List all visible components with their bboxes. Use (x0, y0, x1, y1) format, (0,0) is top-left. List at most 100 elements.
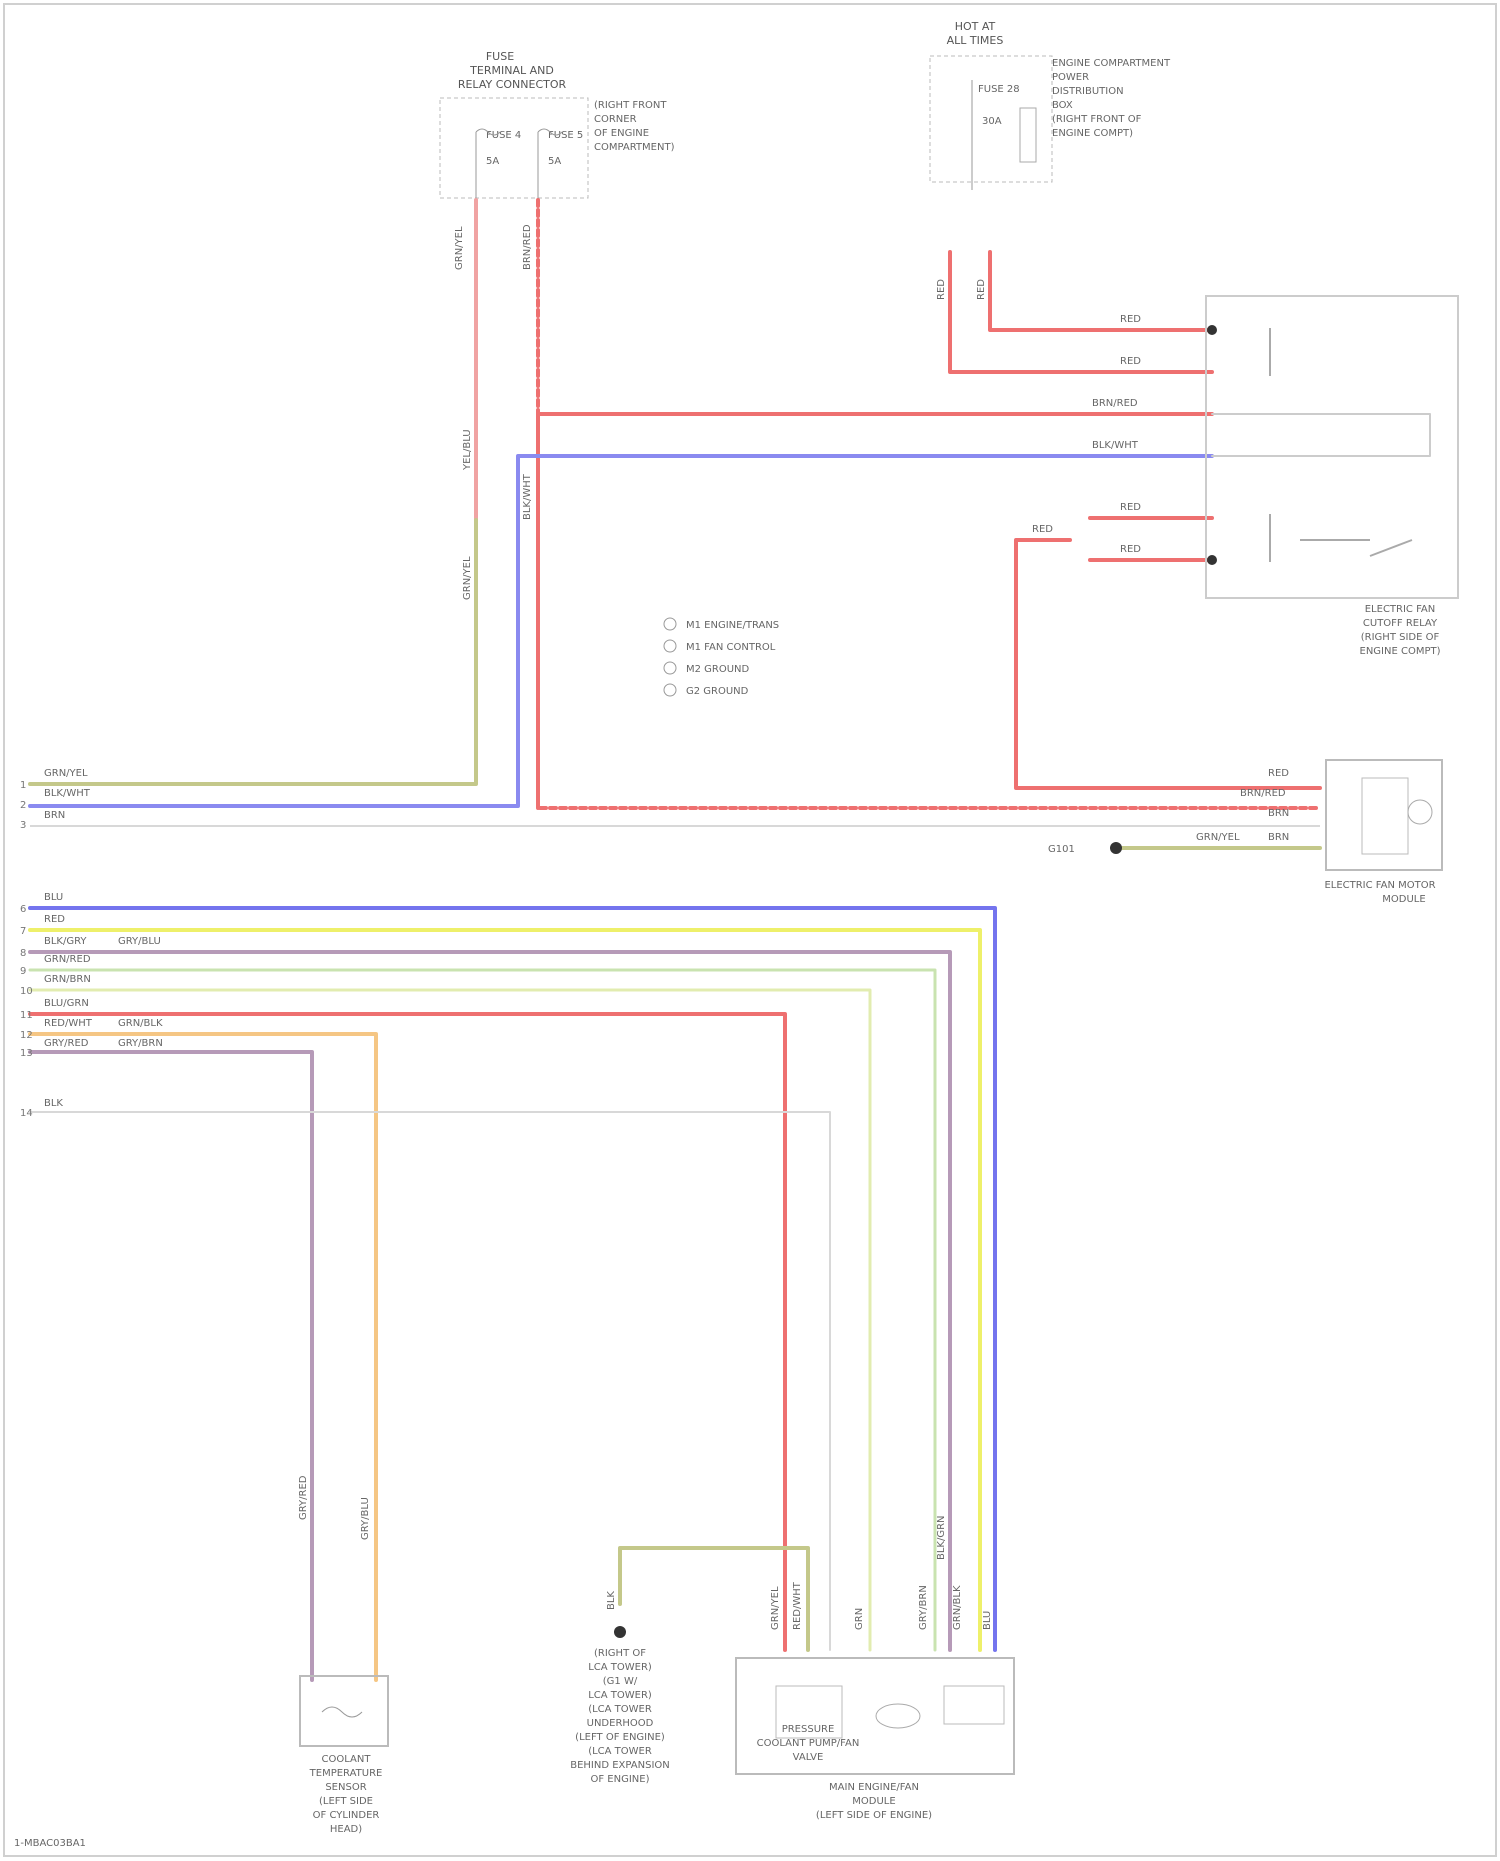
pdb-desc-6: ENGINE COMPT) (1052, 128, 1133, 139)
pdb-desc-2: POWER (1052, 72, 1089, 83)
wire-fuse-b-red (538, 200, 1320, 808)
module-connector-box (944, 1686, 1004, 1724)
v-label-mid-a: GRN/YEL (462, 556, 473, 600)
relay-label-2: CUTOFF RELAY (1363, 618, 1438, 629)
lc-bot-pin-8: 13 (20, 1048, 33, 1059)
legend-marker-4 (664, 684, 676, 696)
wire-bottom-grey (30, 1112, 830, 1650)
lc-bot-pin-2: 7 (20, 926, 26, 937)
wires (30, 200, 1430, 1680)
ground-label-1: (RIGHT OF (594, 1648, 646, 1659)
lc-bot-pin-7: 12 (20, 1030, 33, 1041)
module-label-1: MAIN ENGINE/FAN (829, 1782, 919, 1793)
lc-bot-wire-4: GRN/RED (44, 954, 91, 965)
lc-top-wire-2: BLK/WHT (44, 788, 91, 799)
lc-top-pin-2: 2 (20, 800, 26, 811)
fan-module-label-1: ELECTRIC FAN MOTOR (1324, 880, 1435, 891)
wire-bottom-blue (30, 908, 995, 1650)
ground-label-5: (LCA TOWER (588, 1704, 652, 1715)
lc-bot-pin-1: 6 (20, 904, 26, 915)
wire-bottom-ygreen (30, 990, 870, 1650)
ground-label-4: LCA TOWER) (588, 1690, 652, 1701)
relay-wire-label-4: BLK/WHT (1092, 440, 1139, 451)
lc-bot-pin-3: 8 (20, 948, 26, 959)
relay-label-4: ENGINE COMPT) (1360, 646, 1441, 657)
relay-wire-label-1: RED (1120, 314, 1141, 325)
relay-wire-label-2: RED (1120, 356, 1141, 367)
fan-icon (1408, 800, 1432, 824)
ground-label-3: (G1 W/ (603, 1676, 638, 1687)
module-label-2: MODULE (852, 1796, 895, 1807)
fan-ground-node (1110, 842, 1122, 854)
pdb-desc-5: (RIGHT FRONT OF (1052, 114, 1142, 125)
lc-bot-wire-1: BLU (44, 892, 63, 903)
temp-sensor-box (300, 1676, 388, 1746)
fan-cutoff-relay: ELECTRIC FAN CUTOFF RELAY (RIGHT SIDE OF… (1206, 296, 1458, 657)
lc-bot-pin-6: 11 (20, 1010, 33, 1021)
fan-wire-label-3: BRN (1268, 808, 1289, 819)
fan-ground-ref: G101 (1048, 844, 1075, 855)
bottom-v-label-7: GRY/BRN (918, 1585, 929, 1630)
ground-label-8: (LCA TOWER (588, 1746, 652, 1757)
relay-wire-label-3: BRN/RED (1092, 398, 1138, 409)
main-engine-fan-module: PRESSURE COOLANT PUMP/FAN VALVE MAIN ENG… (736, 1658, 1014, 1821)
lc-bot-wire-7: RED/WHT (44, 1018, 93, 1029)
lc-bot-wire-6: BLU/GRN (44, 998, 89, 1009)
pdb-desc-4: BOX (1052, 100, 1073, 111)
bottom-v-label-9: GRN/BLK (952, 1585, 963, 1630)
fuse-a-label: FUSE 4 (486, 130, 521, 141)
ground-label-7: (LEFT OF ENGINE) (575, 1732, 665, 1743)
legend-item-2: M1 FAN CONTROL (686, 642, 776, 653)
fuse-box-note-3: OF ENGINE (594, 128, 649, 139)
temp-sensor-label-3: SENSOR (325, 1782, 366, 1793)
fuse-a-amp: 5A (486, 156, 499, 167)
ground-node (614, 1626, 626, 1638)
valve-label-2: COOLANT PUMP/FAN (757, 1738, 860, 1749)
bottom-v-label-3: BLK (606, 1591, 617, 1610)
pdb-fuse-block (1020, 108, 1036, 162)
legend-item-1: M1 ENGINE/TRANS (686, 620, 779, 631)
hot-at-title-1: HOT AT (955, 20, 996, 33)
lc-bot-pin-4: 9 (20, 966, 26, 977)
lc-bot-wire-9: BLK (44, 1098, 63, 1109)
wire-bottom-yellow (30, 930, 980, 1650)
fuse-b-label: FUSE 5 (548, 130, 583, 141)
wire-pdb-red-1 (990, 252, 1212, 330)
v-label-top-left-1: YEL/BLU (462, 429, 473, 471)
fan-wire-label-1: RED (1268, 768, 1289, 779)
fuse-box-note-1: (RIGHT FRONT (594, 100, 667, 111)
fan-wire-label-5: BRN (1268, 832, 1289, 843)
relay-node-1 (1207, 325, 1217, 335)
temp-sensor-label-2: TEMPERATURE (309, 1768, 383, 1779)
lc-top-pin-3: 3 (20, 820, 26, 831)
fuse-box-outline (440, 98, 588, 198)
temp-sensor-label-6: HEAD) (330, 1824, 362, 1835)
relay-label-3: (RIGHT SIDE OF (1361, 632, 1440, 643)
v-label-top-a: GRN/YEL (454, 226, 465, 270)
legend-marker-2 (664, 640, 676, 652)
lc-top-pin-1: 1 (20, 780, 26, 791)
v-label-pdb-1: RED (936, 279, 947, 300)
legend-item-3: M2 GROUND (686, 664, 750, 675)
lc-bot-wire-8: GRY/RED (44, 1038, 89, 1049)
fuse-box-note-2: CORNER (594, 114, 637, 125)
legend: M1 ENGINE/TRANS M1 FAN CONTROL M2 GROUND… (664, 618, 779, 697)
lc-bot-wire-3: BLK/GRY (44, 936, 87, 947)
bottom-v-label-8: BLK/GRN (936, 1515, 947, 1560)
lc-bot-side-2: GRN/BLK (118, 1018, 163, 1029)
power-distribution-box: HOT AT ALL TIMES FUSE 28 30A ENGINE COMP… (930, 20, 1171, 190)
legend-marker-1 (664, 618, 676, 630)
left-connector-top: GRN/YEL BLK/WHT BRN 1 2 3 (20, 768, 1320, 831)
wire-bottom-purple (30, 952, 950, 1650)
pdb-fuse-label: FUSE 28 (978, 84, 1020, 95)
footer-ref: 1-MBAC03BA1 (14, 1838, 86, 1849)
engine-module-box (736, 1658, 1014, 1774)
temp-sensor-symbol (322, 1707, 362, 1717)
legend-item-4: G2 GROUND (686, 686, 749, 697)
hot-at-title-2: ALL TIMES (947, 34, 1004, 47)
relay-bus (1212, 414, 1430, 456)
lc-top-wire-3: BRN (44, 810, 65, 821)
ground-point: (RIGHT OF LCA TOWER) (G1 W/ LCA TOWER) (… (570, 1626, 670, 1785)
relay-switch (1300, 540, 1412, 556)
